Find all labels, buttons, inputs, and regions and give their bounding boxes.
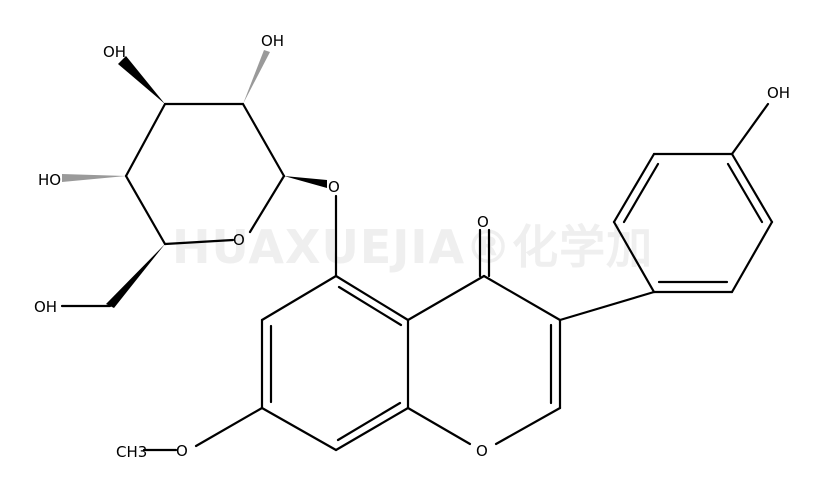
atom-carbonyl-o: O [477,213,489,231]
chromone-a-ring [260,274,410,452]
wedge-ch2 [106,244,165,308]
hash-oh-top [243,50,270,104]
atom-phenol-oh: OH [767,84,790,102]
hash-oh-left [62,174,126,182]
phenyl-ring [612,152,774,294]
atom-methoxy-o: O [176,442,188,460]
atom-oh-top-left: OH [103,43,126,61]
atom-methyl: CH3 [116,443,147,461]
wedge-glycosidic [284,176,327,188]
chromone-c-ring [406,274,562,446]
methoxy-bond [194,406,264,448]
phenyl-link-bond [558,290,656,322]
phenol-oh-bond [730,102,770,156]
atom-oh-bottom: OH [34,298,57,316]
atom-ho-left: HO [38,171,61,189]
sugar-ring [124,102,286,246]
atom-oh-top: OH [261,32,284,50]
wedge-oh-top-left [118,56,165,104]
atom-glycosidic-o: O [328,178,340,196]
atom-ring-o: O [233,231,245,249]
atom-chromone-o: O [476,442,488,460]
